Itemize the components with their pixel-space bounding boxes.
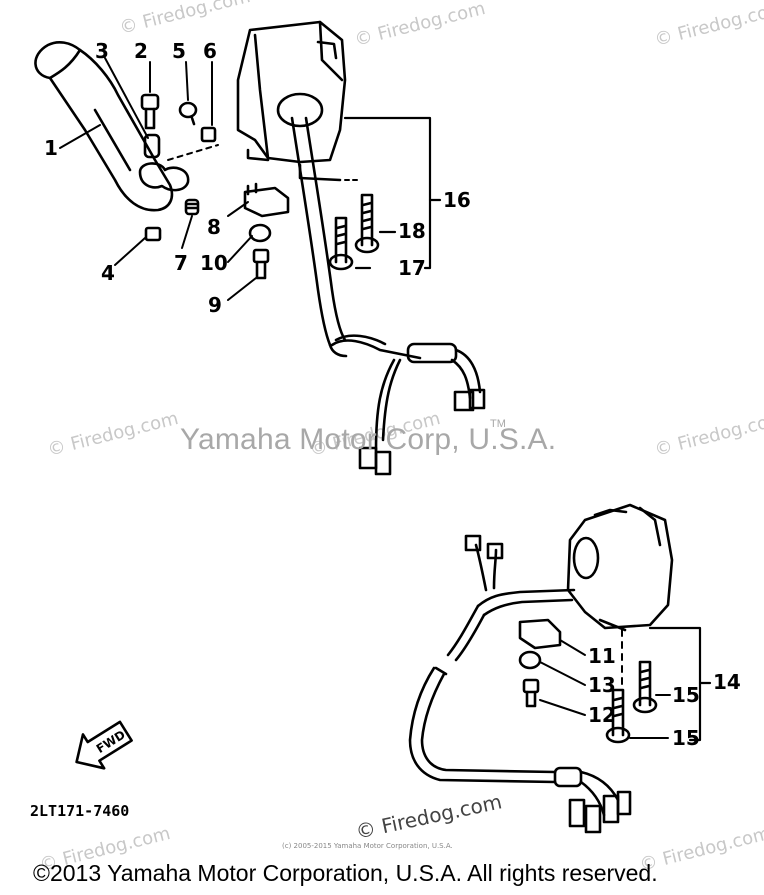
screw-9 <box>252 248 270 280</box>
leader-lines-right <box>539 639 671 739</box>
spring-7 <box>184 198 200 216</box>
trademark-symbol: TM <box>490 418 506 430</box>
bolt-2 <box>140 93 160 130</box>
callout-4: 4 <box>101 261 115 285</box>
callout-1: 1 <box>44 136 58 160</box>
callout-10: 10 <box>200 251 228 275</box>
nut-6 <box>200 126 217 143</box>
screw-15-lower <box>605 688 631 744</box>
diagram-code: 2LT171-7460 <box>30 802 130 820</box>
callout-6: 6 <box>203 39 217 63</box>
callout-11: 11 <box>588 644 616 668</box>
callout-5: 5 <box>172 39 186 63</box>
yamaha-center-mark: Yamaha Motor Corp, U.S.A. <box>180 423 557 456</box>
switch-11 <box>518 618 562 650</box>
copyright-notice: ©2013 Yamaha Motor Corporation, U.S.A. A… <box>33 860 658 886</box>
left-wire-harness <box>290 116 486 476</box>
callout-15-upper: 15 <box>672 683 700 707</box>
screw-12 <box>522 678 540 708</box>
callout-14: 14 <box>713 670 741 694</box>
callout-17: 17 <box>398 256 426 280</box>
callout-7: 7 <box>174 251 188 275</box>
left-handlebar-switch <box>236 20 347 182</box>
callout-8: 8 <box>207 215 221 239</box>
small-print: (c) 2005-2015 Yamaha Motor Corporation, … <box>282 842 453 850</box>
callout-18: 18 <box>398 219 426 243</box>
callout-3: 3 <box>95 39 109 63</box>
screw-15-upper <box>632 660 658 714</box>
washer-13 <box>518 650 542 670</box>
switch-8 <box>243 182 290 218</box>
right-wire-harness <box>408 534 632 834</box>
callout-labels: 1 2 3 4 5 6 7 8 9 10 11 12 13 14 15 15 1… <box>44 39 741 750</box>
callout-12: 12 <box>588 703 616 727</box>
screw-18 <box>354 193 380 254</box>
washer-10 <box>248 223 272 243</box>
callout-13: 13 <box>588 673 616 697</box>
clutch-lever <box>34 40 174 212</box>
collar-3 <box>143 133 161 159</box>
callout-2: 2 <box>134 39 148 63</box>
leader-lines-left <box>59 57 257 301</box>
right-handlebar-switch <box>566 503 674 632</box>
nut-4 <box>144 226 162 242</box>
fwd-arrow-icon: FWD <box>75 720 133 770</box>
screw-17 <box>328 216 354 271</box>
washer-5 <box>178 101 198 126</box>
lever-bracket <box>138 162 190 192</box>
callout-9: 9 <box>208 293 222 317</box>
callout-16: 16 <box>443 188 471 212</box>
callout-15-lower: 15 <box>672 726 700 750</box>
